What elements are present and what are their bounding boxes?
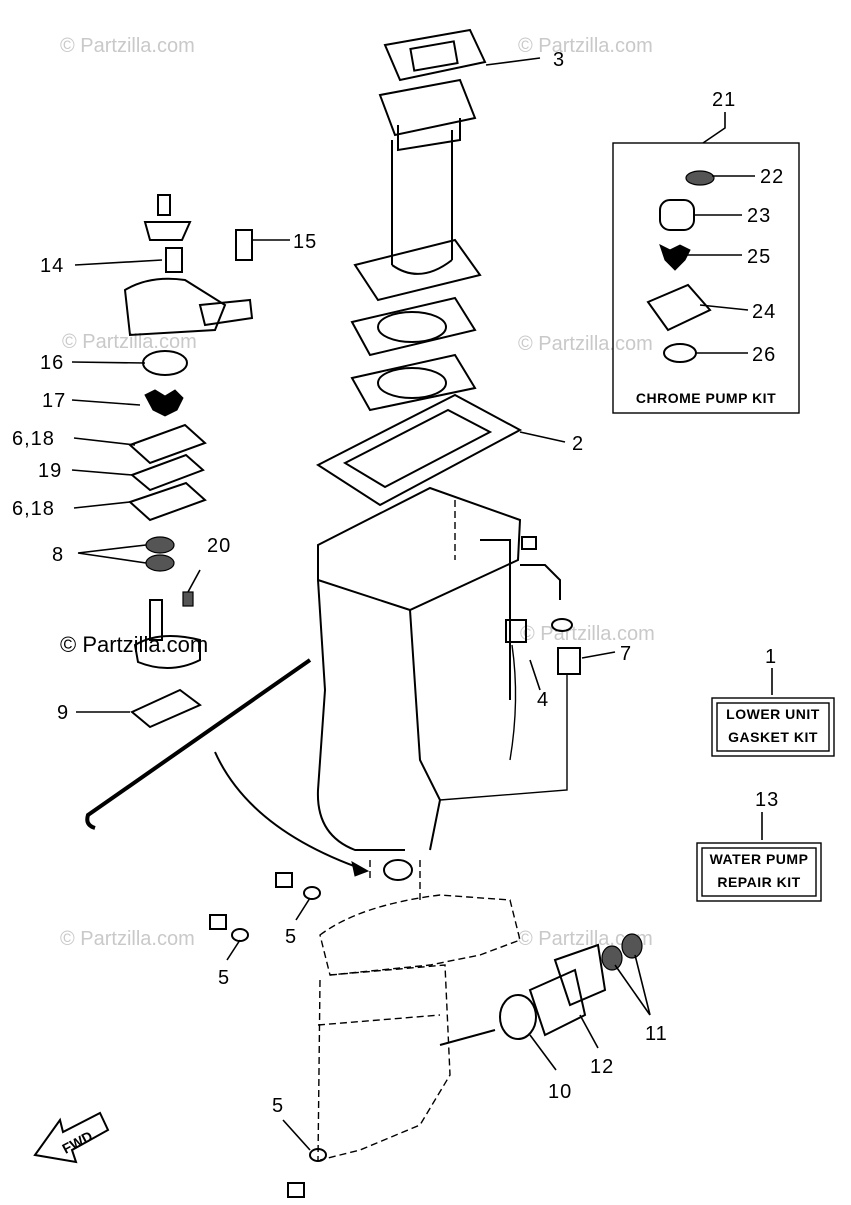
callout-11[interactable]: 11 [645, 1023, 668, 1045]
callout-15[interactable]: 15 [293, 231, 317, 253]
pump-housing [123, 277, 227, 337]
callout-24[interactable]: 24 [752, 301, 776, 323]
exhaust-tube [391, 130, 453, 265]
callout-12[interactable]: 12 [590, 1056, 614, 1078]
callout-9[interactable]: 9 [57, 702, 69, 724]
pointer-arrow-bracket [85, 658, 312, 830]
bolt-b [209, 914, 227, 930]
kit-insert [659, 199, 695, 231]
callout-20[interactable]: 20 [207, 535, 231, 557]
callout-6-18-top[interactable]: 6,18 [12, 428, 55, 450]
top-gasket [383, 28, 487, 82]
kit-plate-gasket [646, 283, 712, 332]
impeller-17 [144, 389, 184, 417]
watermark-low-left: © Partzilla.com [60, 928, 195, 950]
water-tube [520, 564, 561, 600]
kit-frame [612, 142, 800, 414]
lower-unit-gasket-kit-box: LOWER UNIT GASKET KIT [711, 697, 835, 757]
callout-5-c[interactable]: 5 [272, 1095, 284, 1117]
bolt-15 [235, 229, 253, 261]
leader-lines [71, 57, 773, 1151]
plate-19 [130, 453, 205, 492]
callout-26[interactable]: 26 [752, 344, 776, 366]
grommet [521, 536, 537, 550]
kit-plate [685, 170, 715, 186]
washer-b [231, 928, 249, 942]
callout-1[interactable]: 1 [765, 646, 777, 668]
watermark-mid-right: © Partzilla.com [518, 333, 653, 355]
pump-insert [165, 247, 183, 273]
kit-impeller [659, 244, 691, 271]
pump-base [133, 635, 201, 670]
pointer-arrow-head [351, 861, 370, 877]
callout-17[interactable]: 17 [42, 390, 66, 412]
watermark-center-right: © Partzilla.com [520, 623, 655, 645]
prop-shaft [439, 1029, 496, 1046]
bolt-a [275, 872, 293, 888]
bolt-c [287, 1182, 305, 1198]
upper-plate [378, 78, 477, 137]
right-hardware [439, 536, 581, 801]
fwd-direction-arrow: FWD [33, 1111, 110, 1164]
watermark-top-left: © Partzilla.com [60, 35, 195, 57]
callout-4[interactable]: 4 [537, 689, 549, 711]
kit-seal [663, 343, 697, 363]
kit-label-water-pump-2: REPAIR KIT [717, 874, 800, 890]
screw-top [157, 194, 171, 216]
washer-a [303, 886, 321, 900]
gasket-9 [130, 688, 202, 729]
callout-22[interactable]: 22 [760, 166, 784, 188]
seal-11b [621, 933, 643, 959]
washer-c [309, 1148, 327, 1162]
top-gasket-window [409, 40, 459, 72]
gasket-6-18-top [128, 423, 207, 465]
callout-10[interactable]: 10 [548, 1081, 572, 1103]
callout-8[interactable]: 8 [52, 544, 64, 566]
callout-3[interactable]: 3 [553, 49, 565, 71]
watermark-mid-left: © Partzilla.com [62, 331, 197, 353]
watermark-low-right: © Partzilla.com [518, 928, 653, 950]
watermarks: © Partzilla.com © Partzilla.com © Partzi… [60, 35, 655, 950]
seal-8a [145, 536, 175, 554]
kit-label-lower-unit-2: GASKET KIT [728, 729, 818, 745]
seal-11a [601, 945, 623, 971]
callout-7[interactable]: 7 [620, 643, 632, 665]
lower-unit-housing [317, 859, 521, 1161]
liner-16 [142, 350, 188, 376]
upper-housing-assembly [315, 28, 523, 507]
seal-8b [145, 554, 175, 572]
gasket-6-18-bottom [128, 481, 207, 522]
grommet-4 [505, 619, 527, 643]
callout-5-a[interactable]: 5 [285, 926, 297, 948]
fitting-7 [557, 647, 581, 675]
callout-6-18-bottom[interactable]: 6,18 [12, 498, 55, 520]
water-pump-stack [123, 194, 254, 729]
oring-10 [499, 994, 537, 1040]
callout-21[interactable]: 21 [712, 89, 736, 111]
callout-23[interactable]: 23 [747, 205, 771, 227]
callouts: 3 2 4 7 1 13 21 22 23 25 24 26 14 15 16 … [12, 49, 784, 1117]
callout-13[interactable]: 13 [755, 789, 779, 811]
lower-gasket [315, 393, 523, 507]
gear-case-parts [209, 872, 643, 1198]
water-pump-repair-kit-box: WATER PUMP REPAIR KIT [696, 842, 822, 902]
kit-label-chrome: CHROME PUMP KIT [636, 390, 776, 406]
shaft-stub [149, 599, 163, 641]
pointer-arrow-curve [214, 751, 366, 871]
callout-5-b[interactable]: 5 [218, 967, 230, 989]
callout-14[interactable]: 14 [40, 255, 64, 277]
midsection-housing [316, 486, 522, 851]
key-20 [182, 591, 194, 607]
callout-16[interactable]: 16 [40, 352, 64, 374]
callout-2[interactable]: 2 [572, 433, 584, 455]
kit-label-lower-unit-1: LOWER UNIT [726, 706, 820, 722]
callout-25[interactable]: 25 [747, 246, 771, 268]
callout-19[interactable]: 19 [38, 460, 62, 482]
kit-label-water-pump-1: WATER PUMP [710, 851, 809, 867]
watermark-top-right: © Partzilla.com [518, 35, 653, 57]
